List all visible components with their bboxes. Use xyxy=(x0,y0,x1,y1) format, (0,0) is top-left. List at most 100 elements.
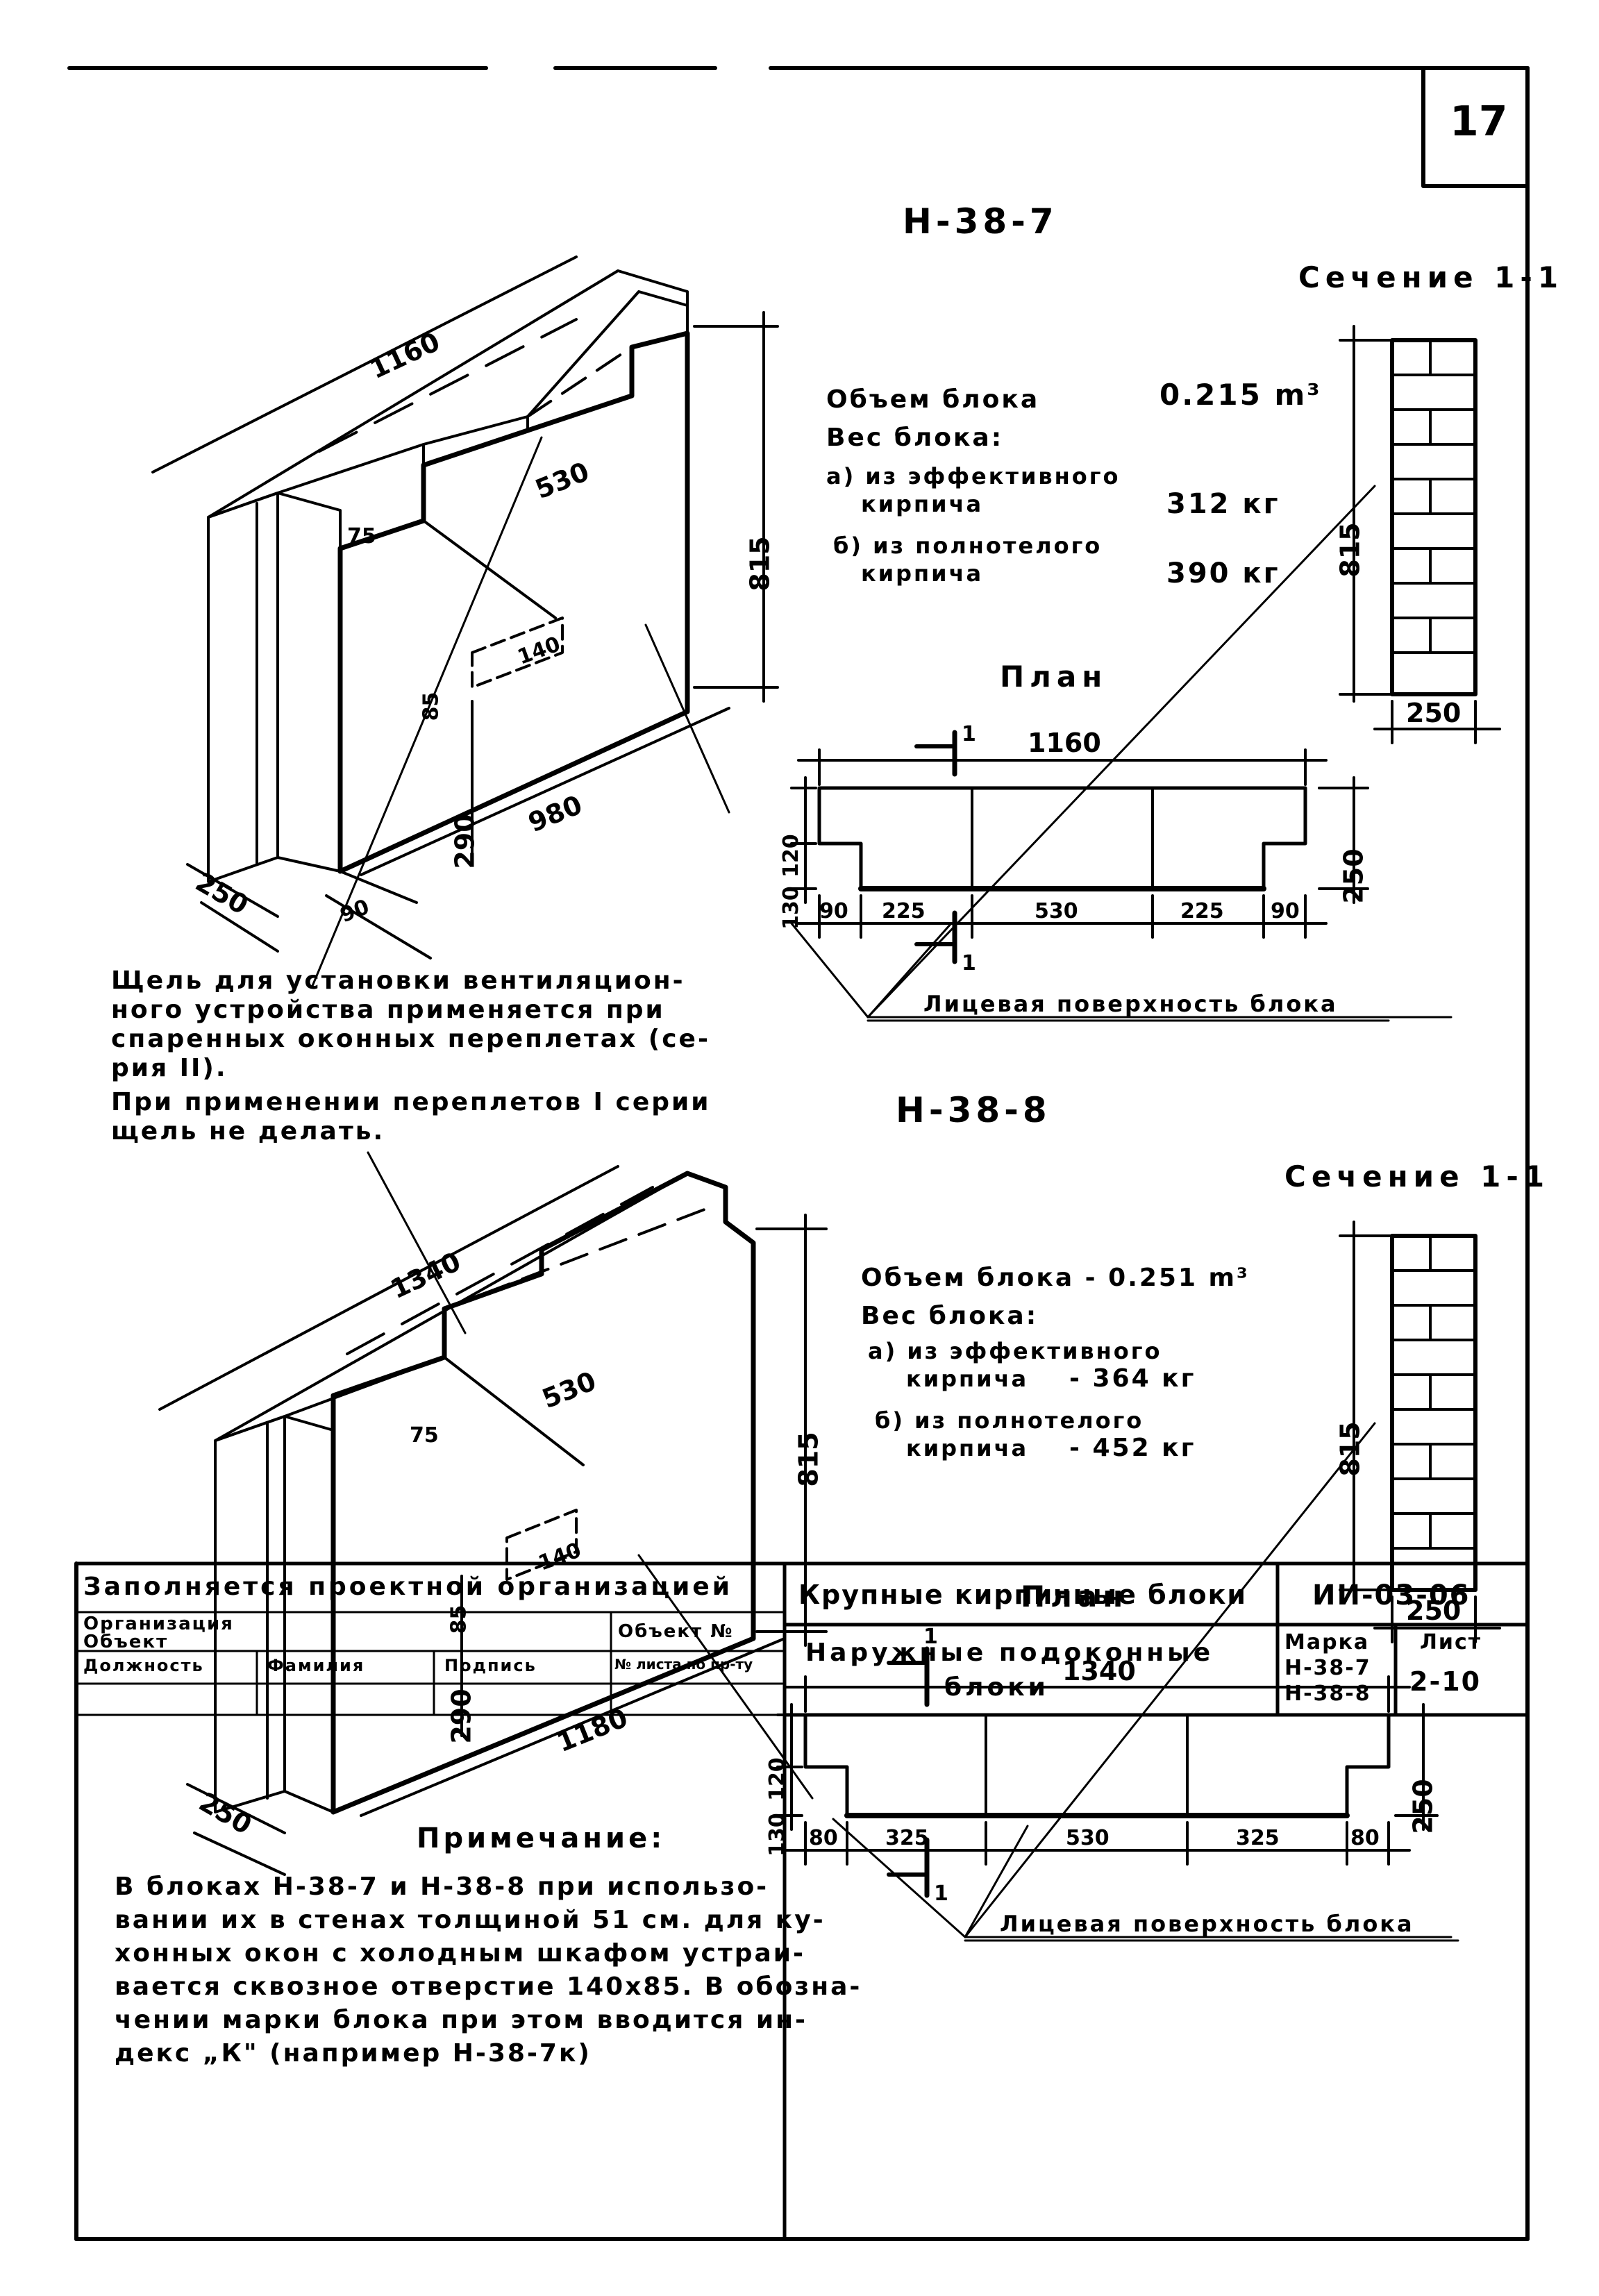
block2-weight-a-value: - 364 кг xyxy=(1069,1364,1196,1393)
tb-sheet-title-line2: блоки xyxy=(944,1673,1049,1702)
b1-cut-mark-top: 1 xyxy=(962,722,976,746)
block1-weight-b-line2: кирпича xyxy=(861,560,984,587)
tb-mark-value2: Н-38-8 xyxy=(1284,1682,1371,1706)
b1-dim-plan-90a: 90 xyxy=(819,899,848,923)
block2-weight-b-value: - 452 кг xyxy=(1069,1434,1196,1462)
b2-cut-mark-top: 1 xyxy=(923,1625,938,1649)
note-line2: вании их в стенах толщиной 51 см. для ку… xyxy=(115,1906,826,1934)
tb-sheet-title-line1: Наружные подоконные xyxy=(805,1639,1214,1667)
block1-weight-b-value: 390 кг xyxy=(1166,558,1280,589)
slot-note-line2: ного устройства применяется при xyxy=(111,996,665,1024)
b2-dim-plan-130: 130 xyxy=(764,1813,789,1857)
b2-dim-plan-325a: 325 xyxy=(885,1826,929,1850)
b2-dim-plan-250: 250 xyxy=(1407,1779,1439,1834)
tb-mark-label: Марка xyxy=(1284,1630,1370,1654)
block1-section xyxy=(1339,325,1501,744)
tb-sheet-no-by-order: № листа по пр-ту xyxy=(614,1656,753,1673)
b1-dim-iso-290: 290 xyxy=(449,814,480,869)
b2-dim-plan-80b: 80 xyxy=(1350,1826,1380,1850)
sheet-number: 17 xyxy=(1450,97,1508,146)
block2-weight-b-line1: б) из полнотелого xyxy=(875,1407,1144,1434)
b1-dim-plan-120: 120 xyxy=(778,834,803,878)
block1-face-label: Лицевая поверхность блока xyxy=(923,991,1338,1017)
block1-leaders xyxy=(311,436,1453,1019)
block2-weight-b-line2: кирпича xyxy=(906,1435,1029,1461)
b2-dim-plan-length: 1340 xyxy=(1062,1656,1136,1686)
block2-isometric xyxy=(158,1165,828,1876)
slot-note-line6: щель не делать. xyxy=(111,1117,385,1146)
tb-doc-code: ИИ-03-06 xyxy=(1312,1579,1471,1611)
block2-weight-title: Вес блока: xyxy=(861,1302,1039,1330)
block1-plan-title: План xyxy=(1000,660,1108,694)
block2-section-title: Сечение 1-1 xyxy=(1284,1159,1550,1193)
b2-dim-sec-width: 250 xyxy=(1406,1595,1462,1626)
slot-note-line3: спаренных оконных переплетах (се- xyxy=(111,1025,710,1053)
block1-weight-a-line2: кирпича xyxy=(861,491,984,517)
sheet-frame xyxy=(67,66,1530,2241)
tb-list-label: Лист xyxy=(1420,1630,1482,1654)
tb-filled-by: Заполняется проектной организацией xyxy=(83,1573,733,1601)
b1-dim-plan-225a: 225 xyxy=(882,899,926,923)
slot-note-line5: При применении переплетов I серии xyxy=(111,1088,711,1116)
b1-dim-plan-225b: 225 xyxy=(1180,899,1224,923)
block1-volume-value: 0.215 m³ xyxy=(1160,378,1322,412)
b1-dim-iso-85: 85 xyxy=(419,692,444,721)
b1-dim-plan-length: 1160 xyxy=(1028,728,1101,758)
tb-mark-value1: Н-38-7 xyxy=(1284,1656,1371,1680)
tb-organization: Организация xyxy=(83,1614,234,1634)
note-line5: чении марки блока при этом вводится ин- xyxy=(115,2006,807,2034)
b2-dim-iso-height: 815 xyxy=(793,1432,824,1487)
block1-section-title: Сечение 1-1 xyxy=(1298,260,1564,294)
note-line1: В блоках Н-38-7 и Н-38-8 при использо- xyxy=(115,1872,769,1901)
note-line6: декс „К" (например Н-38-7к) xyxy=(115,2039,592,2068)
tb-position: Должность xyxy=(83,1656,204,1675)
block2-section xyxy=(1339,1221,1501,1643)
note-line4: вается сквозное отверстие 140х85. В обоз… xyxy=(115,1972,862,2001)
block1-weight-b-line1: б) из полнотелого xyxy=(833,533,1103,559)
block1-isometric xyxy=(151,255,779,960)
b1-dim-plan-250: 250 xyxy=(1338,848,1369,904)
title-block-lines xyxy=(74,1561,1530,2241)
b1-dim-plan-530: 530 xyxy=(1035,899,1078,923)
block1-volume-label: Объем блока xyxy=(826,385,1040,414)
block1-plan xyxy=(790,730,1369,964)
b1-dim-iso-75: 75 xyxy=(347,524,376,548)
b2-dim-plan-80a: 80 xyxy=(809,1826,838,1850)
block2-plan xyxy=(776,1646,1439,1898)
b2-dim-iso-85: 85 xyxy=(446,1604,471,1634)
b1-dim-iso-height: 815 xyxy=(744,536,776,592)
b2-dim-iso-290: 290 xyxy=(446,1689,477,1744)
block2-plan-title: План xyxy=(1021,1579,1129,1614)
b2-dim-plan-120: 120 xyxy=(764,1757,789,1801)
note-title: Примечание: xyxy=(417,1822,666,1854)
b2-dim-plan-325b: 325 xyxy=(1236,1826,1280,1850)
block2-weight-a-line2: кирпича xyxy=(906,1366,1029,1392)
block1-weight-a-line1: а) из эффективного xyxy=(826,463,1121,489)
b1-dim-plan-90b: 90 xyxy=(1271,899,1300,923)
b2-dim-sec-height: 815 xyxy=(1334,1421,1366,1477)
tb-object-no: Объект № xyxy=(618,1621,734,1642)
note-line3: хонных окон с холодным шкафом устраи- xyxy=(115,1939,805,1968)
b2-cut-mark-bottom: 1 xyxy=(934,1882,948,1906)
block2-face-label: Лицевая поверхность блока xyxy=(1000,1911,1414,1937)
block1-mark: Н-38-7 xyxy=(903,201,1058,242)
tb-surname: Фамилия xyxy=(267,1656,365,1675)
block2-mark: Н-38-8 xyxy=(896,1090,1051,1130)
block1-weight-a-value: 312 кг xyxy=(1166,488,1280,520)
tb-series-title: Крупные кирпичные блоки xyxy=(798,1579,1248,1610)
b1-dim-plan-130: 130 xyxy=(778,886,803,930)
slot-note-line4: рия II). xyxy=(111,1054,228,1082)
tb-object: Объект xyxy=(83,1632,169,1652)
tb-list-value: 2-10 xyxy=(1409,1666,1482,1697)
block2-weight-a-line1: а) из эффективного xyxy=(868,1338,1162,1364)
tb-signature: Подпись xyxy=(444,1656,537,1675)
block1-weight-title: Вес блока: xyxy=(826,424,1004,452)
b1-dim-sec-height: 815 xyxy=(1334,522,1366,578)
block2-volume-text: Объем блока - 0.251 m³ xyxy=(861,1264,1250,1292)
b2-dim-iso-75: 75 xyxy=(410,1423,439,1448)
b1-cut-mark-bottom: 1 xyxy=(962,951,976,975)
b1-dim-sec-width: 250 xyxy=(1406,698,1462,728)
b2-dim-plan-530: 530 xyxy=(1066,1826,1110,1850)
slot-note-line1: Щель для установки вентиляцион- xyxy=(111,966,685,995)
